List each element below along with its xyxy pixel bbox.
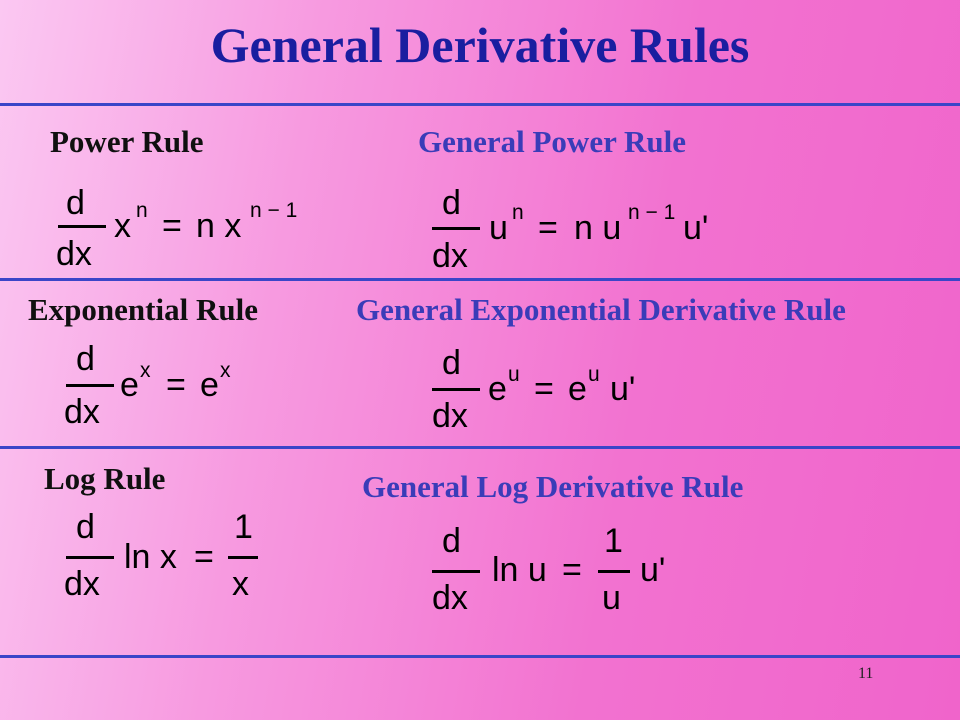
exponent-u: u: [588, 363, 600, 386]
d-numerator: d: [76, 508, 95, 546]
base-e: e: [488, 370, 507, 408]
exponential-rule-label: Exponential Rule: [28, 292, 258, 327]
exponent-x: x: [220, 359, 231, 382]
d-numerator: d: [442, 184, 461, 222]
divider-exponential: [0, 446, 960, 449]
divider-power: [0, 278, 960, 281]
dx-denominator: dx: [432, 579, 468, 617]
base-e: e: [200, 366, 219, 404]
general-power-rule-label: General Power Rule: [418, 124, 687, 159]
d-numerator: d: [66, 184, 85, 222]
base-e: e: [568, 370, 587, 408]
base-e: e: [120, 366, 139, 404]
ln-x: ln x: [124, 538, 177, 576]
numerator-one: 1: [234, 508, 253, 546]
ln-u: ln u: [492, 551, 547, 589]
dx-denominator: dx: [432, 397, 468, 435]
numerator-one: 1: [604, 522, 623, 560]
equals-sign: =: [562, 551, 582, 589]
general-exponential-rule-label: General Exponential Derivative Rule: [356, 292, 846, 327]
variable-u: u: [489, 209, 508, 247]
fraction-bar: [598, 570, 630, 573]
d-numerator: d: [442, 522, 461, 560]
exponent-n: n: [512, 201, 524, 224]
power-rule-label: Power Rule: [50, 124, 204, 159]
exponent-n: n: [136, 199, 148, 222]
fraction-bar: [228, 556, 258, 559]
coefficient-n-u: n u: [574, 209, 622, 247]
d-numerator: d: [442, 344, 461, 382]
dx-denominator: dx: [64, 393, 100, 431]
exponent-x: x: [140, 359, 151, 382]
exponent-n-minus-1: n − 1: [628, 201, 676, 224]
fraction-bar: [66, 556, 114, 559]
fraction-bar: [432, 388, 480, 391]
u-prime: u': [683, 209, 709, 247]
equals-sign: =: [162, 207, 182, 245]
divider-bottom: [0, 655, 960, 658]
equals-sign: =: [534, 370, 554, 408]
denominator-u: u: [602, 579, 621, 617]
log-rule-label: Log Rule: [44, 461, 166, 496]
fraction-bar: [66, 384, 114, 387]
fraction-bar: [432, 227, 480, 230]
dx-denominator: dx: [56, 235, 92, 273]
slide-number: 11: [858, 665, 874, 682]
divider-top: [0, 103, 960, 106]
equals-sign: =: [538, 209, 558, 247]
fraction-bar: [58, 225, 106, 228]
dx-denominator: dx: [432, 237, 468, 275]
denominator-x: x: [232, 565, 249, 603]
general-log-rule-label: General Log Derivative Rule: [362, 469, 744, 504]
equals-sign: =: [194, 538, 214, 576]
u-prime: u': [640, 551, 666, 589]
exponent-u: u: [508, 363, 520, 386]
equals-sign: =: [166, 366, 186, 404]
slide-title: General Derivative Rules: [210, 17, 750, 73]
exponent-n-minus-1: n − 1: [250, 199, 298, 222]
variable-x: x: [114, 207, 131, 245]
u-prime: u': [610, 370, 636, 408]
coefficient-n-x: n x: [196, 207, 242, 245]
fraction-bar: [432, 570, 480, 573]
dx-denominator: dx: [64, 565, 100, 603]
d-numerator: d: [76, 340, 95, 378]
